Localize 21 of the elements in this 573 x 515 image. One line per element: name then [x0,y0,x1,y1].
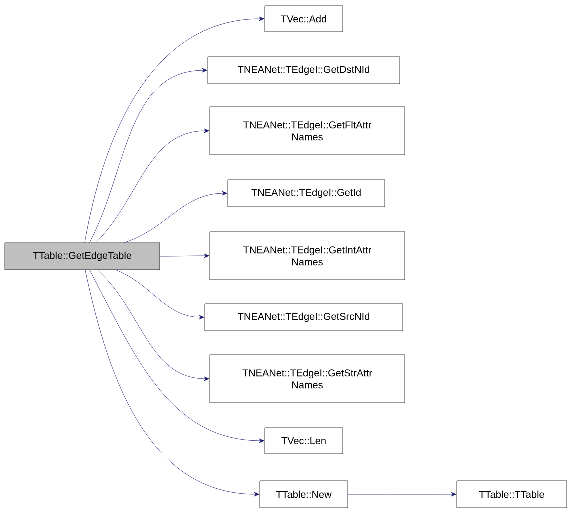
arrow [98,270,210,382]
function-box: TNEANet::TEdgeI::GetSrcNId [204,304,404,332]
arrow [348,492,456,497]
function-box: TTable::New [260,480,348,508]
arrow [90,68,208,243]
function-box: TNEANet::TEdgeI::GetDstNId [208,56,400,84]
arrow [124,191,228,243]
function-box: TNEANet::TEdgeI::GetFltAttr Names [210,106,406,156]
highlighted-function-box: TTable::GetEdgeTable [4,242,160,270]
arrow [160,254,210,258]
function-box: TTable::TTable [456,480,568,508]
arrow [85,270,260,497]
arrow [90,270,264,444]
function-box: TVec::Add [264,6,344,32]
arrow [96,128,210,243]
function-box: TNEANet::TEdgeI::GetStrAttr Names [210,354,406,404]
arrow [84,16,264,243]
arrow [116,270,204,320]
function-box: TNEANet::TEdgeI::GetId [228,180,386,208]
function-box: TVec::Len [264,428,344,454]
function-box: TNEANet::TEdgeI::GetIntAttr Names [210,232,406,280]
